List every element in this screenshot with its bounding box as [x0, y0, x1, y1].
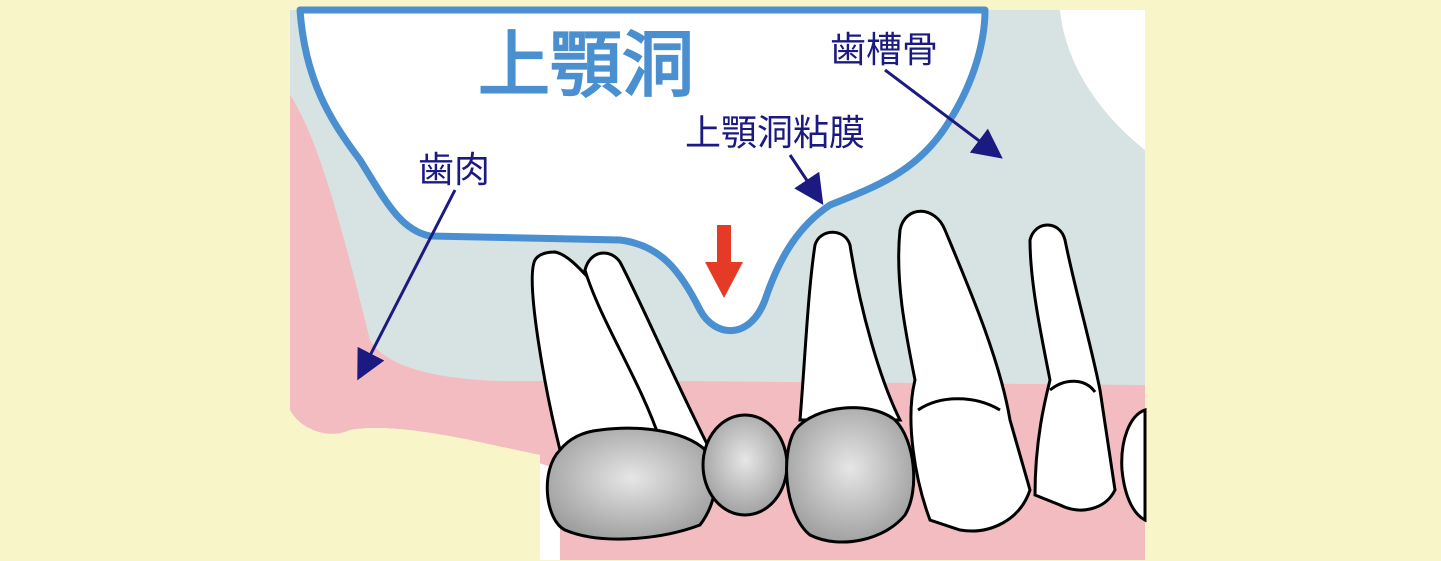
title-sinus: 上顎洞	[478, 23, 694, 107]
premolar-crown	[787, 408, 914, 542]
molar-crown	[547, 428, 715, 539]
label-sinus-membrane: 上顎洞粘膜	[685, 113, 865, 154]
label-alveolar-bone: 歯槽骨	[830, 30, 938, 71]
small-crown	[703, 415, 787, 515]
label-gum: 歯肉	[418, 150, 490, 191]
